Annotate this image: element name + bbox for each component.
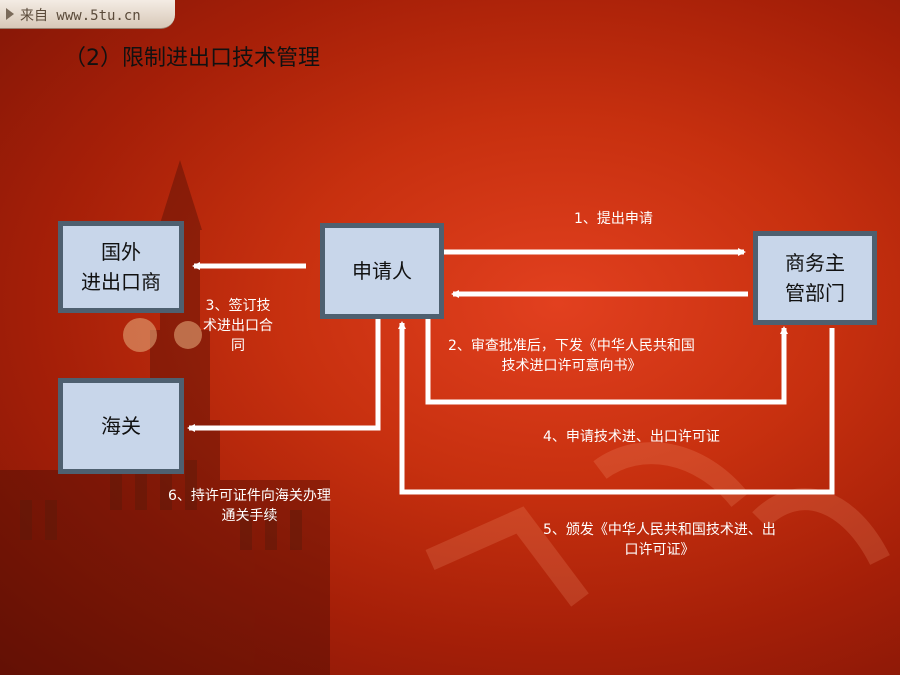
step3-text-line1: 3、签订技 bbox=[205, 298, 271, 314]
node-customs: 海关 bbox=[58, 378, 184, 474]
step5-label: 5、颁发《中华人民共和国技术进、出 口许可证》 bbox=[543, 520, 776, 560]
node-commerce-dept: 商务主 管部门 bbox=[753, 231, 877, 325]
step3-text-line2: 术进出口合 bbox=[203, 318, 273, 334]
slide-title: （2）限制进出口技术管理 bbox=[64, 46, 320, 71]
arrow-step4 bbox=[425, 318, 788, 405]
play-arrow-icon bbox=[6, 8, 14, 20]
node-foreign-trader: 国外 进出口商 bbox=[58, 221, 184, 313]
source-header: 来自 www.5tu.cn bbox=[0, 0, 175, 29]
node-foreign-trader-label: 国外 进出口商 bbox=[81, 240, 161, 294]
node-applicant: 申请人 bbox=[320, 223, 444, 319]
step4-label: 4、申请技术进、出口许可证 bbox=[543, 427, 720, 447]
step2-text-line2: 技术进口许可意向书》 bbox=[501, 358, 642, 374]
step1-text: 1、提出申请 bbox=[574, 211, 653, 227]
step5-text-line2: 口许可证》 bbox=[624, 542, 695, 558]
step3-label: 3、签订技 术进出口合 同 bbox=[203, 296, 273, 356]
step2-text-line1: 2、审查批准后，下发《中华人民共和国 bbox=[448, 338, 695, 354]
step2-label: 2、审查批准后，下发《中华人民共和国 技术进口许可意向书》 bbox=[448, 336, 695, 376]
step4-text: 4、申请技术进、出口许可证 bbox=[543, 429, 720, 445]
arrow-step5 bbox=[398, 321, 835, 495]
node-applicant-label: 申请人 bbox=[352, 259, 412, 283]
node-commerce-dept-label: 商务主 管部门 bbox=[785, 251, 845, 305]
step6-text-line1: 6、持许可证件向海关办理 bbox=[168, 488, 331, 504]
step5-text-line1: 5、颁发《中华人民共和国技术进、出 bbox=[543, 522, 776, 538]
step6-label: 6、持许可证件向海关办理 通关手续 bbox=[168, 486, 331, 526]
source-text: 来自 www.5tu.cn bbox=[20, 8, 141, 24]
step1-label: 1、提出申请 bbox=[574, 209, 653, 229]
arrow-step6 bbox=[187, 318, 381, 432]
step6-text-line2: 通关手续 bbox=[221, 508, 278, 524]
node-customs-label: 海关 bbox=[101, 414, 141, 438]
step3-text-line3: 同 bbox=[231, 338, 245, 354]
